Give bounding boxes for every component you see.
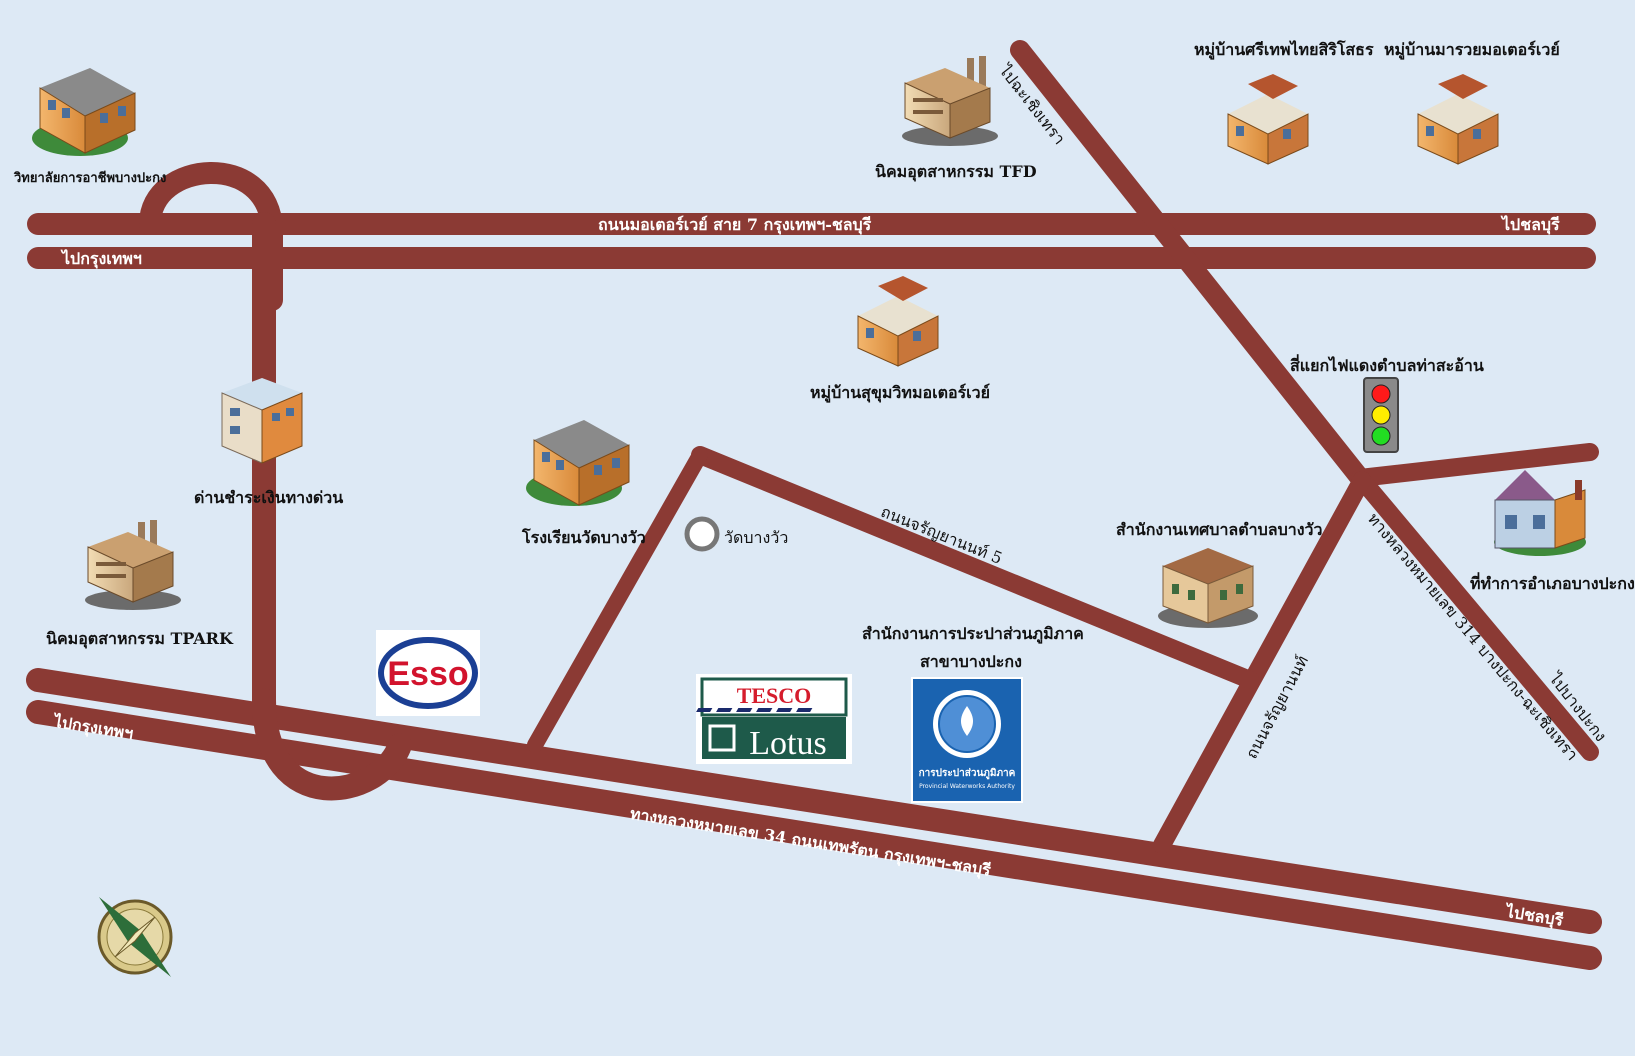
- place-label-village-marawai: หมู่บ้านมารวยมอเตอร์เวย์: [1384, 40, 1560, 59]
- place-label-tpark: นิคมอุตสาหกรรม TPARK: [46, 629, 233, 648]
- road-hwy34-upper: [26, 668, 1602, 934]
- building-icon-toll: [221, 378, 303, 464]
- place-label-temple: วัดบางวัว: [724, 528, 789, 547]
- road-hwy34-lower: [26, 700, 1602, 970]
- place-label-district-office: ที่ทำการอำเภอบางปะกง: [1470, 574, 1635, 593]
- road-hwy314: [1353, 471, 1599, 761]
- temple-marker-icon: [684, 516, 720, 552]
- esso-text: Esso: [387, 655, 468, 693]
- road-label-to-bangkok-top: ไปกรุงเทพฯ: [62, 249, 142, 268]
- house-icon-sukhumvit: [857, 276, 939, 367]
- tesco-text: TESCO: [737, 683, 812, 708]
- road-label-to-chonburi-top: ไปชลบุรี: [1502, 215, 1560, 234]
- place-label-traffic-light: สี่แยกไฟแดงตำบลท่าสะอ้าน: [1290, 356, 1484, 375]
- road-to-chachoengsao: [1010, 40, 1370, 488]
- place-label-village-sukhumvit: หมู่บ้านสุขุมวิทมอเตอร์เวย์: [810, 383, 990, 402]
- pwa-logo: การประปาส่วนภูมิภาค Provincial Waterwork…: [911, 677, 1023, 803]
- place-label-school: โรงเรียนวัดบางวัว: [522, 528, 646, 547]
- place-label-pwa-line2: สาขาบางปะกง: [920, 652, 1022, 671]
- factory-icon-tfd: [902, 56, 998, 146]
- road-interchange-top: [139, 162, 283, 311]
- factory-icon-tpark: [85, 520, 181, 610]
- lotus-text: Lotus: [749, 725, 826, 762]
- road-wat-spur: [527, 447, 708, 753]
- place-label-village-srithep: หมู่บ้านศรีเทพไทยสิริโสธร: [1194, 40, 1374, 59]
- house-icon-srithep: [1227, 74, 1309, 165]
- building-icon-school: [526, 420, 630, 506]
- pwa-thai-text: การประปาส่วนภูมิภาค: [919, 767, 1016, 780]
- pwa-english-text: Provincial Waterworks Authority: [919, 783, 1015, 790]
- place-label-pwa-line1: สำนักงานการประปาส่วนภูมิภาค: [862, 624, 1084, 643]
- lotus-icon: [708, 724, 736, 752]
- building-icon-municipality: [1158, 548, 1258, 628]
- place-label-college: วิทยาลัยการอาชีพบางปะกง: [14, 171, 167, 186]
- road-charanyanon: [1153, 471, 1371, 854]
- road-charanyanon5: [691, 446, 1259, 689]
- place-label-toll: ด่านชำระเงินทางด่วน: [194, 488, 344, 507]
- traffic-light-icon: [1363, 377, 1399, 453]
- compass-icon: [97, 897, 173, 977]
- esso-logo: Esso: [376, 630, 480, 716]
- place-label-municipality: สำนักงานเทศบาลตำบลบางวัว: [1116, 520, 1323, 539]
- place-label-tfd: นิคมอุตสาหกรรม TFD: [875, 162, 1037, 181]
- tesco-lotus-logo: TESCO Lotus: [696, 674, 852, 764]
- road-interchange-bottom: [252, 688, 412, 801]
- building-icon: [32, 68, 136, 156]
- road-to-district: [1351, 443, 1599, 487]
- road-label-motorway: ถนนมอเตอร์เวย์ สาย 7 กรุงเทพฯ-ชลบุรี: [598, 215, 872, 234]
- house-icon-marawai: [1417, 74, 1499, 165]
- house-icon-district-office: [1494, 470, 1586, 556]
